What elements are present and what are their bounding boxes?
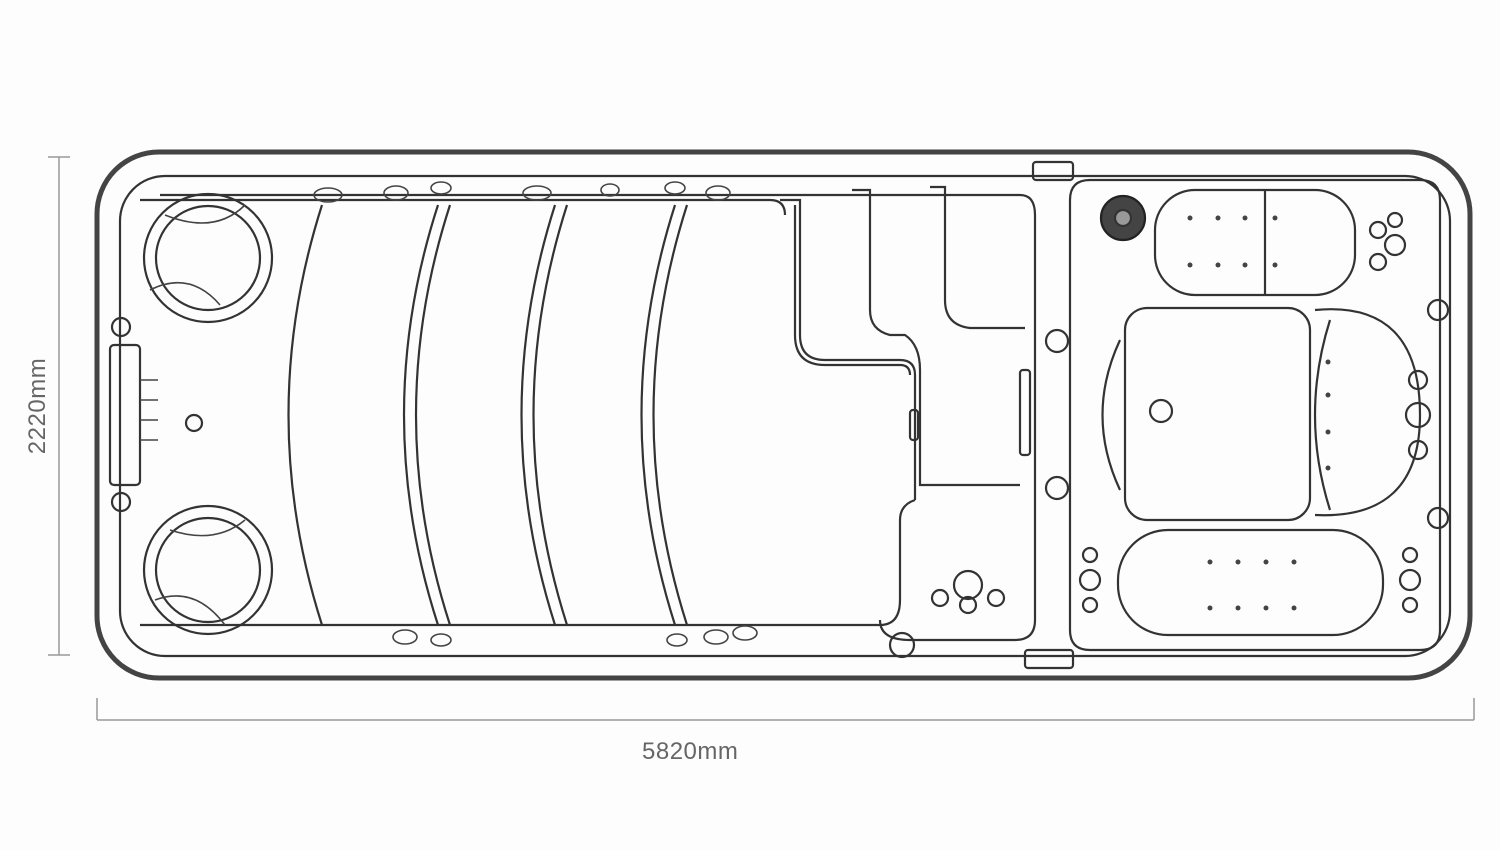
width-dimension-line xyxy=(96,698,1475,721)
swim-area xyxy=(108,181,1037,647)
spa-area xyxy=(1068,178,1450,652)
width-dimension-label: 5820mm xyxy=(642,738,739,765)
jet-dots xyxy=(1187,215,1331,611)
entry-steps xyxy=(780,185,1070,659)
bottom-skimmer xyxy=(1023,648,1075,670)
height-dimension-label: 2220mm xyxy=(24,357,51,455)
inner-rim xyxy=(118,174,1452,658)
height-dimension-line xyxy=(48,156,70,656)
top-skimmer xyxy=(1031,160,1075,182)
outer-shell xyxy=(94,149,1473,681)
